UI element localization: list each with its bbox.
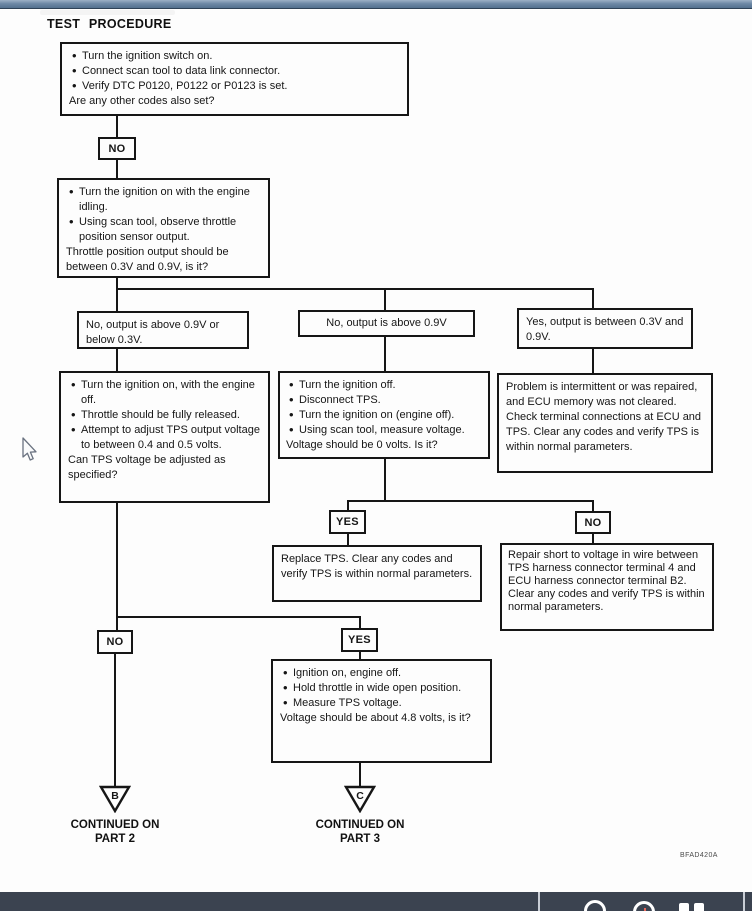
step-text: Turn the ignition on, with the engine of… [68,377,261,408]
step-text: Using scan tool, observe throttle positi… [66,214,261,245]
flow-box-branch-mid: No, output is above 0.9V [298,310,475,337]
continued-line2: PART 2 [94,833,136,845]
step-text: Throttle should be fully released. [68,407,261,423]
flow-line [347,500,594,502]
flow-line [384,336,386,371]
flow-box-replace: Replace TPS. Clear any codes and verify … [272,545,482,602]
step-text: Disconnect TPS. [286,392,483,408]
step-text: Verify DTC P0120, P0122 or P0123 is set. [69,78,400,94]
flow-box-branch-left: No, output is above 0.9V or below 0.3V. [77,311,249,349]
flow-box-idle: Turn the ignition on with the engine idl… [57,178,270,278]
result-text: Clear any codes and verify TPS is within… [508,588,705,613]
flow-box-start: Turn the ignition switch on. Connect sca… [60,42,409,116]
page-title: TEST PROCEDURE [47,17,172,31]
tag-label: YES [348,634,371,646]
branch-text: No, output is above 0.9V [326,317,447,329]
decision-tag-no: NO [98,137,136,160]
flow-line [114,653,116,786]
flow-box-branch-right: Yes, output is between 0.3V and 0.9V. [517,308,693,349]
continued-label-b: CONTINUED ON PART 2 [40,819,190,846]
continued-line1: CONTINUED ON [70,819,160,831]
step-text: Connect scan tool to data link connector… [69,63,400,79]
connector-letter: C [356,790,364,802]
decision-tag-yes: YES [341,628,378,652]
question-text: Throttle position output should be betwe… [66,246,229,273]
flow-line [359,651,361,659]
question-text: Voltage should be 0 volts. Is it? [286,439,438,451]
decision-tag-no: NO [97,630,133,654]
step-text: Turn the ignition switch on. [69,48,400,64]
branch-text: Yes, output is between 0.3V and 0.9V. [526,316,684,343]
question-text: Voltage should be about 4.8 volts, is it… [280,712,471,724]
flow-line [359,762,361,786]
vehicle-lift-icon[interactable] [679,903,709,911]
toolbar-divider [538,892,540,911]
tag-label: NO [106,636,124,648]
step-text: Hold throttle in wide open position. [280,680,483,696]
flow-line [359,616,361,628]
flow-line [384,459,386,502]
flow-line [347,500,349,510]
tag-label: NO [584,516,602,529]
decision-tag-yes: YES [329,510,366,534]
step-text: Attempt to adjust TPS output voltage to … [68,422,261,453]
flow-line [116,616,361,618]
toolbar-divider [743,892,745,911]
connector-letter: B [111,790,119,802]
flow-box-adjust: Turn the ignition on, with the engine of… [59,371,270,503]
mouse-cursor [22,437,37,461]
search-icon[interactable] [584,900,606,911]
step-text: Measure TPS voltage. [280,695,483,711]
top-accent-bar [0,0,752,9]
flow-line [116,159,118,178]
off-page-connector-b: B [99,785,131,813]
tag-label: NO [108,142,126,155]
off-page-connector-c: C [344,785,376,813]
flow-line [592,289,594,308]
flow-line [116,116,118,137]
tag-label: YES [336,516,359,528]
result-text: Problem is intermittent or was repaired,… [506,381,702,453]
flow-line [347,533,349,545]
flow-box-intermittent: Problem is intermittent or was repaired,… [497,373,713,473]
question-text: Are any other codes also set? [69,95,215,107]
branch-text: No, output is above 0.9V or below 0.3V. [86,319,220,346]
figure-code: BFAD420A [680,852,718,859]
flow-box-disconnect: Turn the ignition off. Disconnect TPS. T… [278,371,490,459]
decision-tag-no: NO [575,511,611,534]
flow-box-wot: Ignition on, engine off. Hold throttle i… [271,659,492,763]
bottom-toolbar [0,892,752,911]
flow-line [592,533,594,543]
step-text: Using scan tool, measure voltage. [286,422,483,438]
continued-line2: PART 3 [339,833,381,845]
result-text: Replace TPS. Clear any codes and verify … [281,553,473,580]
flow-line [116,349,118,371]
flow-line [116,277,118,311]
step-text: Turn the ignition on with the engine idl… [66,184,261,215]
history-clock-icon[interactable] [633,901,655,911]
flow-line [592,348,594,373]
step-text: Ignition on, engine off. [280,665,483,681]
flow-line [116,288,594,290]
continued-label-c: CONTINUED ON PART 3 [285,819,435,846]
continued-line1: CONTINUED ON [315,819,405,831]
step-text: Turn the ignition off. [286,377,483,393]
result-text: Repair short to voltage in wire between … [508,549,699,587]
flow-line [592,500,594,511]
question-text: Can TPS voltage be adjusted as specified… [68,454,226,481]
faint-watermark [40,10,175,15]
step-text: Turn the ignition on (engine off). [286,407,483,423]
flow-line [384,289,386,310]
flow-line [116,502,118,630]
flow-box-repair: Repair short to voltage in wire between … [500,543,714,631]
